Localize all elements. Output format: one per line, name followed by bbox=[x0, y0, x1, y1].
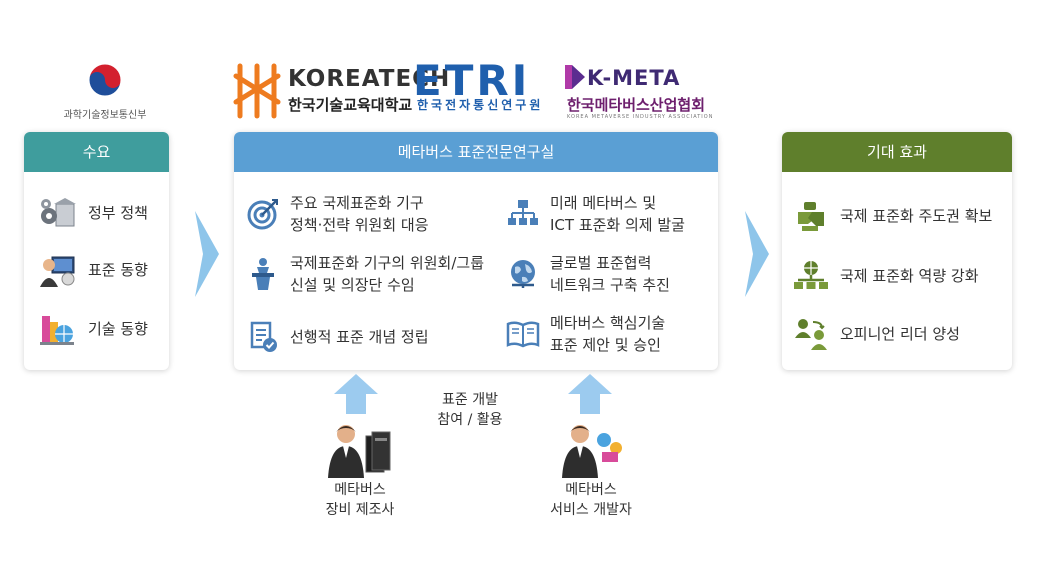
handshake-icon bbox=[798, 202, 824, 231]
lab-activity-text: 미래 메타버스 및 ICT 표준화 의제 발굴 bbox=[550, 192, 685, 236]
lab-activity-item: 주요 국제표준화 기구 정책·전략 위원회 대응 bbox=[246, 192, 429, 236]
koreatech-subtitle: 한국기술교육대학교 bbox=[288, 96, 413, 114]
demand-item-label: 표준 동향 bbox=[88, 261, 148, 279]
lab-activity-line: 정책·전략 위원회 대응 bbox=[290, 216, 429, 234]
network-icon bbox=[794, 261, 828, 289]
lab-activity-line: 표준 제안 및 승인 bbox=[550, 336, 661, 354]
podium-speaker-icon bbox=[252, 258, 274, 290]
demand-item: 표준 동향 bbox=[38, 253, 148, 287]
lab-activity-line: 주요 국제표준화 기구 bbox=[290, 194, 424, 212]
person-monitor-icon bbox=[40, 256, 75, 287]
expected-effect-panel: 기대 효과 국제 표준화 주도권 확보 국제 표준화 역량 강화 오피니언 bbox=[782, 132, 1012, 370]
tech-globe-icon bbox=[40, 316, 74, 345]
lab-activity-item: 국제표준화 기구의 위원회/그룹 신설 및 의장단 수임 bbox=[246, 252, 484, 296]
effect-item: 국제 표준화 주도권 확보 bbox=[794, 200, 992, 232]
manufacturer-line: 장비 제조사 bbox=[325, 502, 395, 518]
hierarchy-icon bbox=[508, 200, 538, 225]
lab-activity-line: 네트워크 구축 추진 bbox=[550, 276, 670, 294]
demand-panel-title: 수요 bbox=[24, 132, 169, 172]
taegeuk-emblem-icon bbox=[88, 63, 122, 97]
demand-item: 기술 동향 bbox=[38, 312, 148, 346]
effect-item-label: 국제 표준화 역량 강화 bbox=[840, 267, 979, 285]
etri-subtitle: 한국전자통신연구원 bbox=[417, 98, 544, 112]
etri-name: ETRI bbox=[413, 56, 531, 105]
demand-panel: 수요 정부 정책 표준 동향 기술 동향 bbox=[24, 132, 169, 370]
gov-logo-caption: 과학기술정보통신부 bbox=[63, 110, 147, 121]
research-lab-panel: 메타버스 표준전문연구실 주요 국제표준화 기구 정책·전략 위원회 대응 국제… bbox=[234, 132, 718, 370]
developer-line: 메타버스 bbox=[565, 482, 617, 498]
standard-dev-line: 표준 개발 bbox=[442, 392, 498, 408]
koreatech-emblem-icon bbox=[233, 63, 281, 119]
arrow-up-icon bbox=[568, 374, 612, 414]
kmeta-emblem-icon bbox=[565, 65, 585, 89]
arrow-up-icon bbox=[334, 374, 378, 414]
kmeta-logo: K-META 한국메타버스산업협회 KOREA METAVERSE INDUST… bbox=[565, 62, 715, 122]
leaders-icon bbox=[795, 319, 827, 350]
standard-dev-label: 표준 개발 참여 / 활용 bbox=[415, 390, 525, 430]
lab-activity-line: 선행적 표준 개념 정립 bbox=[290, 328, 429, 346]
expected-effect-panel-title: 기대 효과 bbox=[782, 132, 1012, 172]
manufacturer-label: 메타버스 장비 제조사 bbox=[300, 480, 420, 520]
lab-activity-item: 선행적 표준 개념 정립 bbox=[246, 320, 429, 354]
demand-item-label: 기술 동향 bbox=[88, 320, 148, 338]
target-icon bbox=[247, 199, 278, 230]
research-lab-panel-title: 메타버스 표준전문연구실 bbox=[234, 132, 718, 172]
gov-ministry-logo: 과학기술정보통신부 bbox=[60, 62, 150, 121]
etri-logo: ETRI 한국전자통신연구원 bbox=[413, 56, 553, 122]
koreatech-name: KOREATECH bbox=[288, 66, 451, 92]
globe-icon bbox=[511, 260, 535, 288]
lab-activity-line: 글로벌 표준협력 bbox=[550, 254, 652, 272]
chevron-right-icon bbox=[195, 211, 219, 297]
lab-activity-item: 글로벌 표준협력 네트워크 구축 추진 bbox=[506, 252, 670, 296]
lab-activity-item: 메타버스 핵심기술 표준 제안 및 승인 bbox=[506, 312, 665, 356]
lab-activity-line: 신설 및 의장단 수임 bbox=[290, 276, 415, 294]
kmeta-english-name: KOREA METAVERSE INDUSTRY ASSOCIATION bbox=[567, 114, 714, 120]
book-icon bbox=[506, 321, 540, 348]
lab-activity-line: 국제표준화 기구의 위원회/그룹 bbox=[290, 254, 484, 272]
effect-item: 국제 표준화 역량 강화 bbox=[794, 260, 979, 292]
lab-activity-line: 미래 메타버스 및 bbox=[550, 194, 657, 212]
lab-activity-item: 미래 메타버스 및 ICT 표준화 의제 발굴 bbox=[506, 192, 685, 236]
lab-activity-text: 메타버스 핵심기술 표준 제안 및 승인 bbox=[550, 312, 665, 356]
gears-building-icon bbox=[41, 198, 76, 227]
demand-item: 정부 정책 bbox=[38, 196, 148, 230]
developer-person-icon bbox=[562, 425, 622, 478]
lab-activity-text: 국제표준화 기구의 위원회/그룹 신설 및 의장단 수임 bbox=[290, 252, 484, 296]
lab-activity-text: 글로벌 표준협력 네트워크 구축 추진 bbox=[550, 252, 670, 296]
lab-activity-text: 주요 국제표준화 기구 정책·전략 위원회 대응 bbox=[290, 192, 429, 236]
koreatech-logo: KOREATECH 한국기술교육대학교 bbox=[232, 62, 449, 122]
effect-item-label: 오피니언 리더 양성 bbox=[840, 325, 960, 343]
manufacturer-person-icon bbox=[328, 425, 391, 478]
kmeta-subtitle: 한국메타버스산업협회 bbox=[567, 96, 706, 114]
effect-item-label: 국제 표준화 주도권 확보 bbox=[840, 207, 993, 225]
developer-label: 메타버스 서비스 개발자 bbox=[526, 480, 656, 520]
standard-dev-line: 참여 / 활용 bbox=[437, 412, 503, 428]
document-check-icon bbox=[250, 321, 277, 352]
lab-activity-line: ICT 표준화 의제 발굴 bbox=[550, 216, 685, 234]
kmeta-name: K-META bbox=[587, 66, 681, 90]
demand-item-label: 정부 정책 bbox=[88, 204, 148, 222]
chevron-right-icon bbox=[745, 211, 769, 297]
lab-activity-line: 메타버스 핵심기술 bbox=[550, 314, 666, 332]
manufacturer-line: 메타버스 bbox=[334, 482, 386, 498]
developer-line: 서비스 개발자 bbox=[550, 502, 632, 518]
effect-item: 오피니언 리더 양성 bbox=[794, 318, 960, 350]
